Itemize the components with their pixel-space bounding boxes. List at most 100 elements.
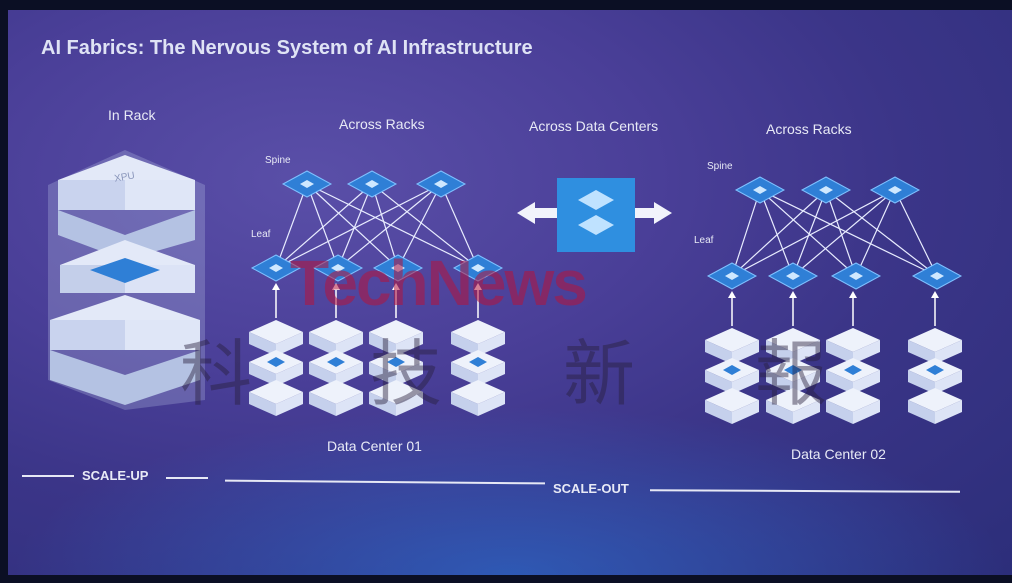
dc1-leaf-switch-glyph — [391, 264, 405, 272]
dc2-server-stack-side-left — [705, 370, 732, 394]
arrow-right-icon — [635, 202, 672, 224]
dc1-server-stack-xpu — [469, 357, 487, 367]
dc2-server-stack-side-right — [793, 340, 820, 364]
dc1-server-stack-side-right — [276, 362, 303, 386]
section-in-rack: In Rack — [108, 107, 156, 123]
dc1-server-stack-side-right — [478, 362, 505, 386]
dc1-arrowhead — [332, 283, 340, 290]
dc2-server-stack-side-left — [766, 340, 793, 364]
dc1-server-stack-side-right — [396, 392, 423, 416]
dc1-link — [337, 183, 442, 269]
dc2-server-stack-side-left — [908, 370, 935, 394]
dc2-leaf-switch-glyph — [725, 272, 739, 280]
dc2-link — [792, 189, 827, 277]
dc2-server-stack-xpu — [723, 365, 741, 375]
dc2-server-stack-side-left — [826, 340, 853, 364]
dc1-link — [275, 183, 308, 269]
dc1-leaf-switch-glyph — [331, 264, 345, 272]
dc1-server-stack-side-left — [451, 392, 478, 416]
scale-out-label: SCALE-OUT — [553, 481, 629, 496]
dc1-server-stack-side-left — [309, 332, 336, 356]
dc1-link — [397, 183, 442, 269]
dc2-server-stack-side-left — [826, 400, 853, 424]
watermark-cjk-2: 技 — [370, 335, 443, 415]
section-across-racks-1: Across Racks — [339, 116, 425, 132]
spine-label-1: Spine — [265, 155, 291, 166]
data-center-interconnect — [517, 178, 672, 252]
dc1-spine-switch-glyph — [365, 180, 379, 188]
dc1-spine-switch-glyph — [434, 180, 448, 188]
dc2-link — [731, 189, 761, 277]
dc2-server-stack-side-right — [732, 370, 759, 394]
dc2-server-stack-side-left — [766, 400, 793, 424]
dc2-link — [894, 189, 938, 277]
dc2-server-stack-xpu — [784, 365, 802, 375]
dc2-server-stack-side-left — [766, 370, 793, 394]
dc1-server-stack-side-left — [249, 392, 276, 416]
dc2-server-stack-side-right — [793, 400, 820, 424]
dc2-server-stack-side-left — [908, 400, 935, 424]
dc2-server-stack-side-right — [935, 340, 962, 364]
dc1-server-stack-side-right — [396, 362, 423, 386]
dc1-link — [306, 183, 479, 269]
dc1-arrowhead — [272, 283, 280, 290]
dc1-server-stack-side-right — [336, 362, 363, 386]
dc2-server-stack-side-right — [732, 340, 759, 364]
dc2-arrowhead — [789, 291, 797, 298]
dc1-server-stack-side-left — [369, 392, 396, 416]
dc2-link — [855, 189, 896, 277]
dc1-server-stack-side-left — [249, 332, 276, 356]
dc2-link — [759, 189, 794, 277]
leaf-label-1: Leaf — [251, 229, 271, 240]
dc1-arrowhead — [474, 283, 482, 290]
watermark-cjk-1: 科 — [180, 335, 253, 415]
dc1-server-stack-side-right — [336, 392, 363, 416]
dc1-server-stack-side-right — [396, 332, 423, 356]
dc2-server-stack-side-left — [826, 370, 853, 394]
dc2-arrowhead — [849, 291, 857, 298]
watermark-cjk-3: 新 — [563, 335, 636, 415]
dc2-link — [759, 189, 938, 277]
dc2-spine-switch-glyph — [753, 186, 767, 194]
dc1-link — [306, 183, 399, 269]
dc1-server-stack-side-right — [276, 392, 303, 416]
dc1-link — [306, 183, 339, 269]
dc1-link — [275, 183, 373, 269]
dc1-server-stack-side-right — [478, 392, 505, 416]
dc1-server-stack-side-left — [369, 332, 396, 356]
dc2-server-stack-side-right — [793, 370, 820, 394]
dc2-leaf-switch-glyph — [786, 272, 800, 280]
scale-up-line-right — [166, 477, 208, 479]
dc2-server-stack-side-left — [705, 400, 732, 424]
dc2-link — [825, 189, 938, 277]
dc1-server-stack-side-left — [309, 362, 336, 386]
section-across-racks-2: Across Racks — [766, 121, 852, 137]
dc1-arrowhead — [392, 283, 400, 290]
dc1-server-stack-side-left — [451, 332, 478, 356]
dc1-link — [275, 183, 442, 269]
section-across-data-centers: Across Data Centers — [529, 118, 659, 134]
arrow-left-icon — [517, 202, 557, 224]
dc1-leaf-switch-glyph — [269, 264, 283, 272]
slide-title: AI Fabrics: The Nervous System of AI Inf… — [41, 37, 533, 59]
dc1-server-stack-xpu — [267, 357, 285, 367]
dc2-server-stack-side-left — [908, 340, 935, 364]
dc1-server-stack-side-right — [336, 332, 363, 356]
dc1-server-stack-side-left — [369, 362, 396, 386]
dc1-link — [337, 183, 373, 269]
data-center-01-label: Data Center 01 — [327, 438, 422, 454]
dc2-link — [792, 189, 896, 277]
data-center-02-label: Data Center 02 — [791, 446, 886, 462]
dc2-link — [825, 189, 857, 277]
dc2-spine-switch-glyph — [819, 186, 833, 194]
dc2-server-stack-side-right — [935, 400, 962, 424]
dc2-server-stack-side-right — [732, 400, 759, 424]
dc1-leaf-switch-glyph — [471, 264, 485, 272]
leaf-label-2: Leaf — [694, 235, 714, 246]
in-rack-server-stack — [48, 150, 205, 410]
dc2-server-stack-side-right — [853, 400, 880, 424]
dc1-spine-switch-glyph — [300, 180, 314, 188]
dc2-server-stack-side-left — [705, 340, 732, 364]
dc2-link — [731, 189, 896, 277]
